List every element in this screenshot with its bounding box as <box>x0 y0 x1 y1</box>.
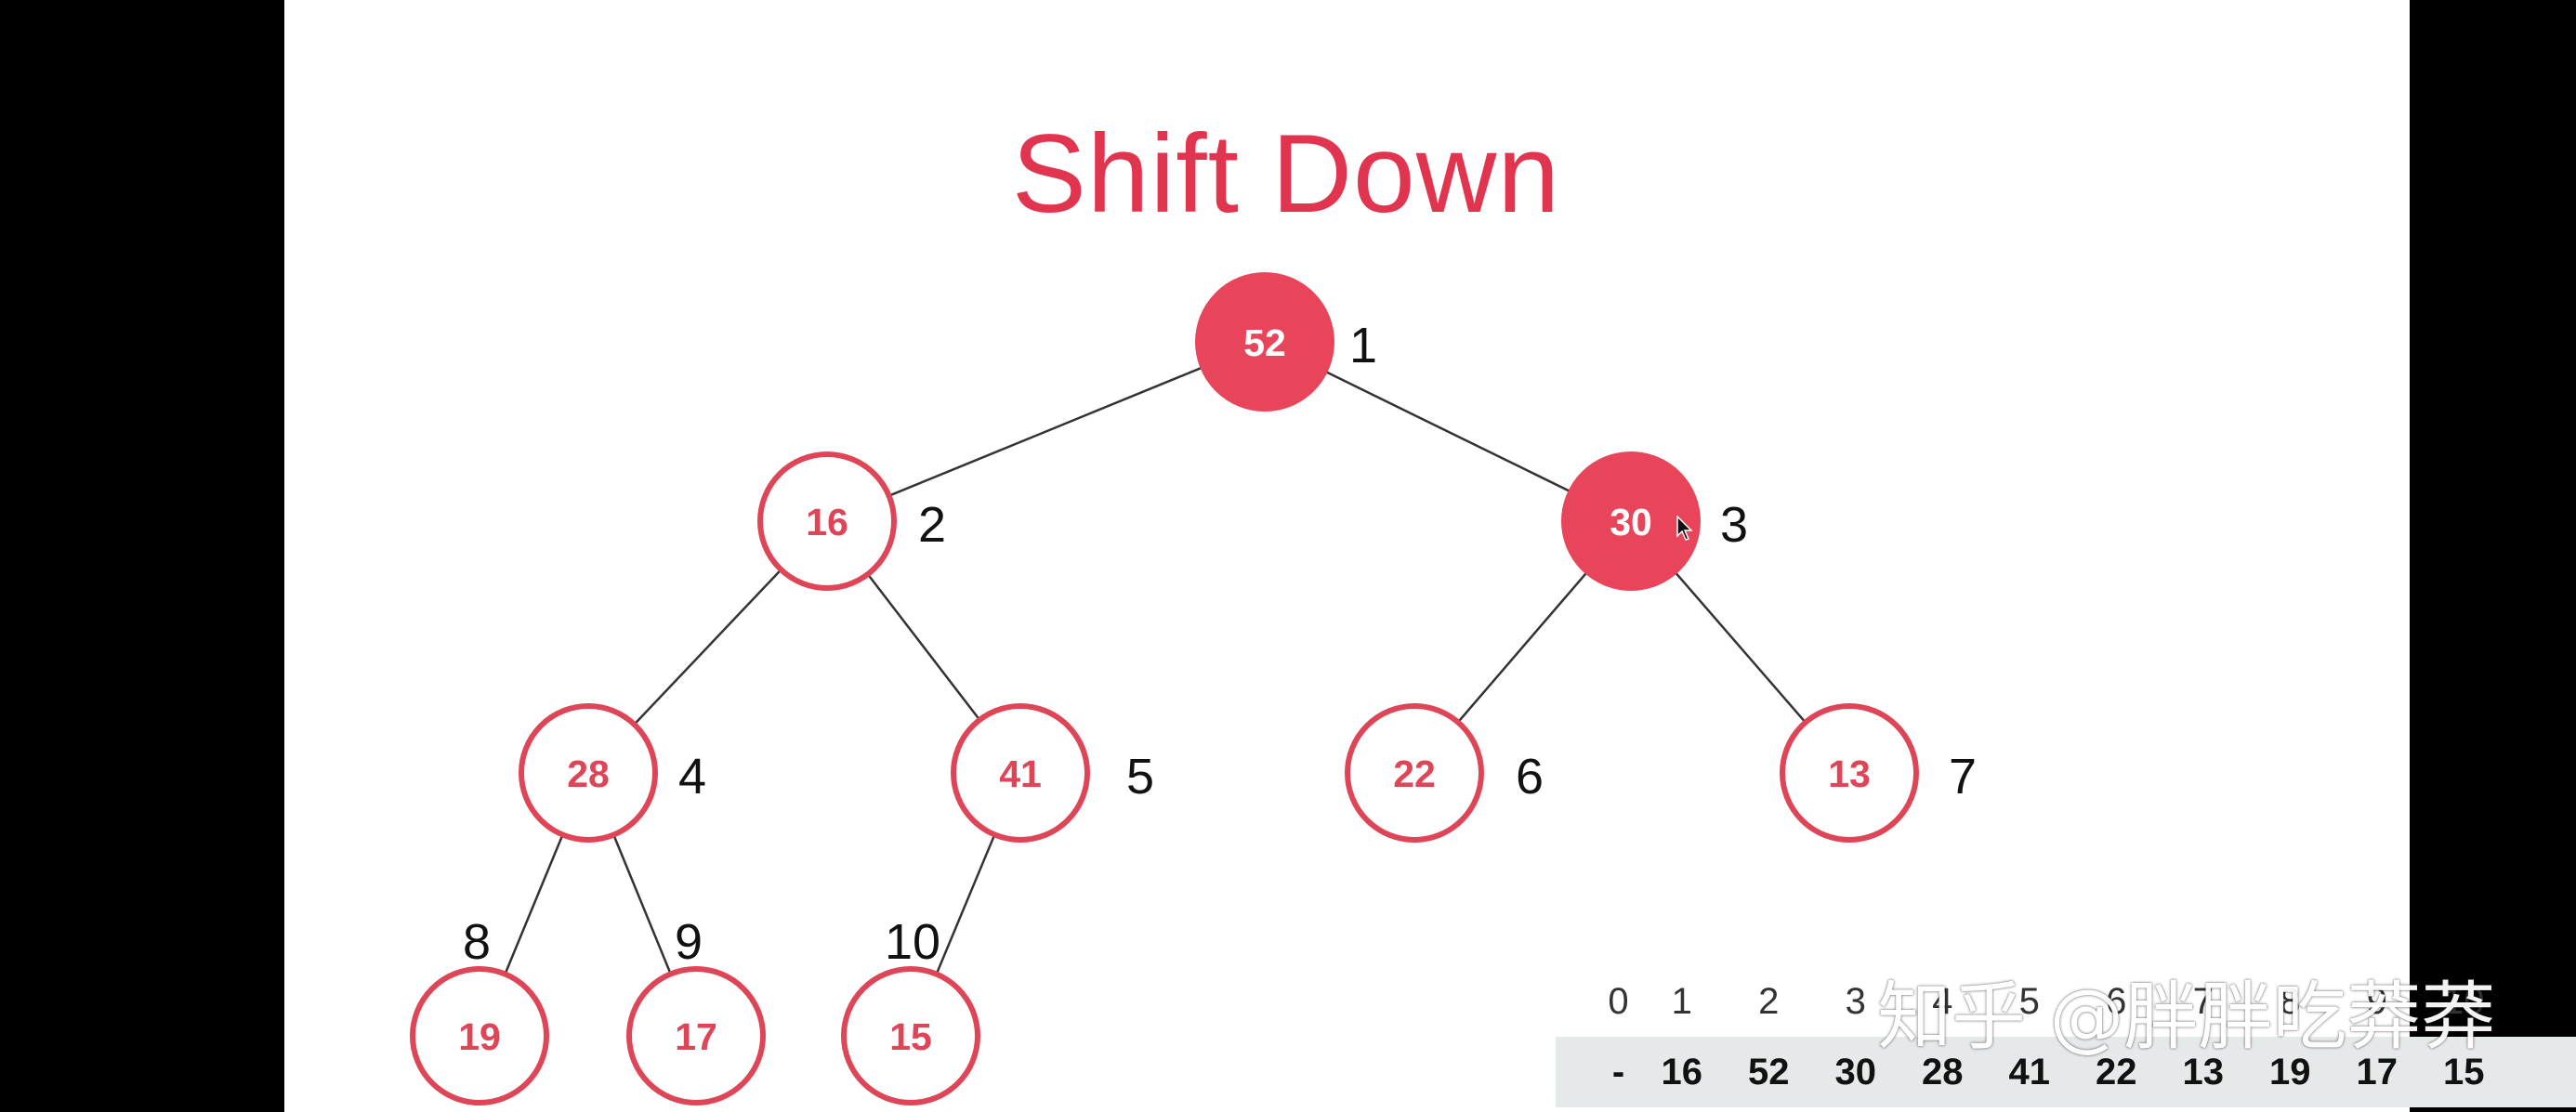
tree-edge <box>935 833 996 975</box>
array-value-cell: 28 <box>1922 1051 1964 1092</box>
node-circle <box>1780 703 1919 843</box>
array-index-cell: 5 <box>2018 980 2040 1022</box>
array-value-cell: 52 <box>1748 1051 1790 1092</box>
tree-node-3: 30 3 <box>1561 451 1748 591</box>
page-title: Shift Down <box>1011 111 1561 236</box>
node-value: 30 <box>1610 501 1652 543</box>
array-index-cell: 1 <box>1671 980 1692 1022</box>
array-index-cell: 0 <box>1608 980 1629 1022</box>
node-index-label: 4 <box>678 749 706 805</box>
node-index-label: 10 <box>885 914 940 970</box>
node-circle <box>841 966 980 1105</box>
node-value: 16 <box>806 501 848 543</box>
node-value: 13 <box>1828 752 1871 795</box>
tree-node-1: 52 1 <box>1195 272 1377 412</box>
tree-edge <box>504 834 564 975</box>
tree-edge <box>612 834 672 975</box>
tree-node-4: 28 4 <box>519 703 706 843</box>
array-value-cell: 22 <box>2096 1051 2137 1092</box>
node-index-label: 1 <box>1349 318 1377 373</box>
array-index-cell: 2 <box>1758 980 1780 1022</box>
node-value: 52 <box>1243 321 1286 364</box>
array-index-cell: 6 <box>2106 980 2127 1022</box>
tree-edge <box>633 569 782 726</box>
node-value: 15 <box>889 1015 932 1058</box>
node-value: 28 <box>567 752 610 795</box>
array-value-cell: 41 <box>2008 1051 2051 1092</box>
mouse-pointer-icon <box>1676 515 1693 546</box>
node-index-label: 3 <box>1720 497 1748 553</box>
array-value-cell: 19 <box>2269 1051 2311 1092</box>
array-value-row: -16 52 30 28 41 22 13 19 17 15 <box>1556 1037 2576 1107</box>
array-value-cell: 30 <box>1834 1051 1877 1092</box>
node-value: 17 <box>675 1015 717 1058</box>
tree-node-9: 17 9 <box>626 914 766 1105</box>
watermark: 知乎 @胖胖吃莽莽 <box>1877 974 2496 1060</box>
tree-edge <box>888 366 1203 497</box>
array-index-cell: 8 <box>2280 980 2301 1022</box>
node-value: 22 <box>1393 752 1436 795</box>
node-index-label: 6 <box>1516 749 1544 805</box>
node-circle <box>1561 451 1701 591</box>
array-index-cell: 9 <box>2366 980 2387 1022</box>
array-value-cell: 13 <box>2182 1051 2225 1092</box>
node-circle <box>626 966 766 1105</box>
tree-node-8: 19 8 <box>410 914 549 1105</box>
array-value-cell: 16 <box>1661 1051 1703 1092</box>
node-index-label: 5 <box>1126 749 1154 805</box>
tree-node-6: 22 6 <box>1345 703 1544 843</box>
tree-edge <box>1324 370 1571 493</box>
node-value: 41 <box>999 752 1042 795</box>
tree-edge <box>1674 570 1807 724</box>
tree-edge <box>1456 570 1589 724</box>
node-circle <box>757 451 897 591</box>
node-index-label: 7 <box>1949 749 1977 805</box>
node-index-label: 8 <box>463 914 491 970</box>
array-value-cell: 15 <box>2443 1051 2485 1092</box>
tree-node-5: 41 5 <box>951 703 1154 843</box>
tree-edges <box>504 366 1807 975</box>
array-index-cell: 7 <box>2192 980 2214 1022</box>
node-circle <box>410 966 549 1105</box>
array-value-cell: - <box>1611 1051 1625 1092</box>
array-index-cell: 10 <box>2443 980 2485 1022</box>
node-value: 19 <box>458 1015 501 1058</box>
array-value-cell: 17 <box>2356 1051 2399 1092</box>
tree-node-2: 16 2 <box>757 451 946 591</box>
node-circle <box>951 703 1090 843</box>
node-index-label: 2 <box>918 497 946 553</box>
array-index-cell: 3 <box>1845 980 1866 1022</box>
tree-node-7: 13 7 <box>1780 703 1977 843</box>
array-index-cell: 4 <box>1932 980 1953 1022</box>
node-circle <box>1195 272 1334 412</box>
node-circle <box>519 703 658 843</box>
tree-edge <box>866 573 981 721</box>
node-index-label: 9 <box>675 914 703 970</box>
node-circle <box>1345 703 1484 843</box>
